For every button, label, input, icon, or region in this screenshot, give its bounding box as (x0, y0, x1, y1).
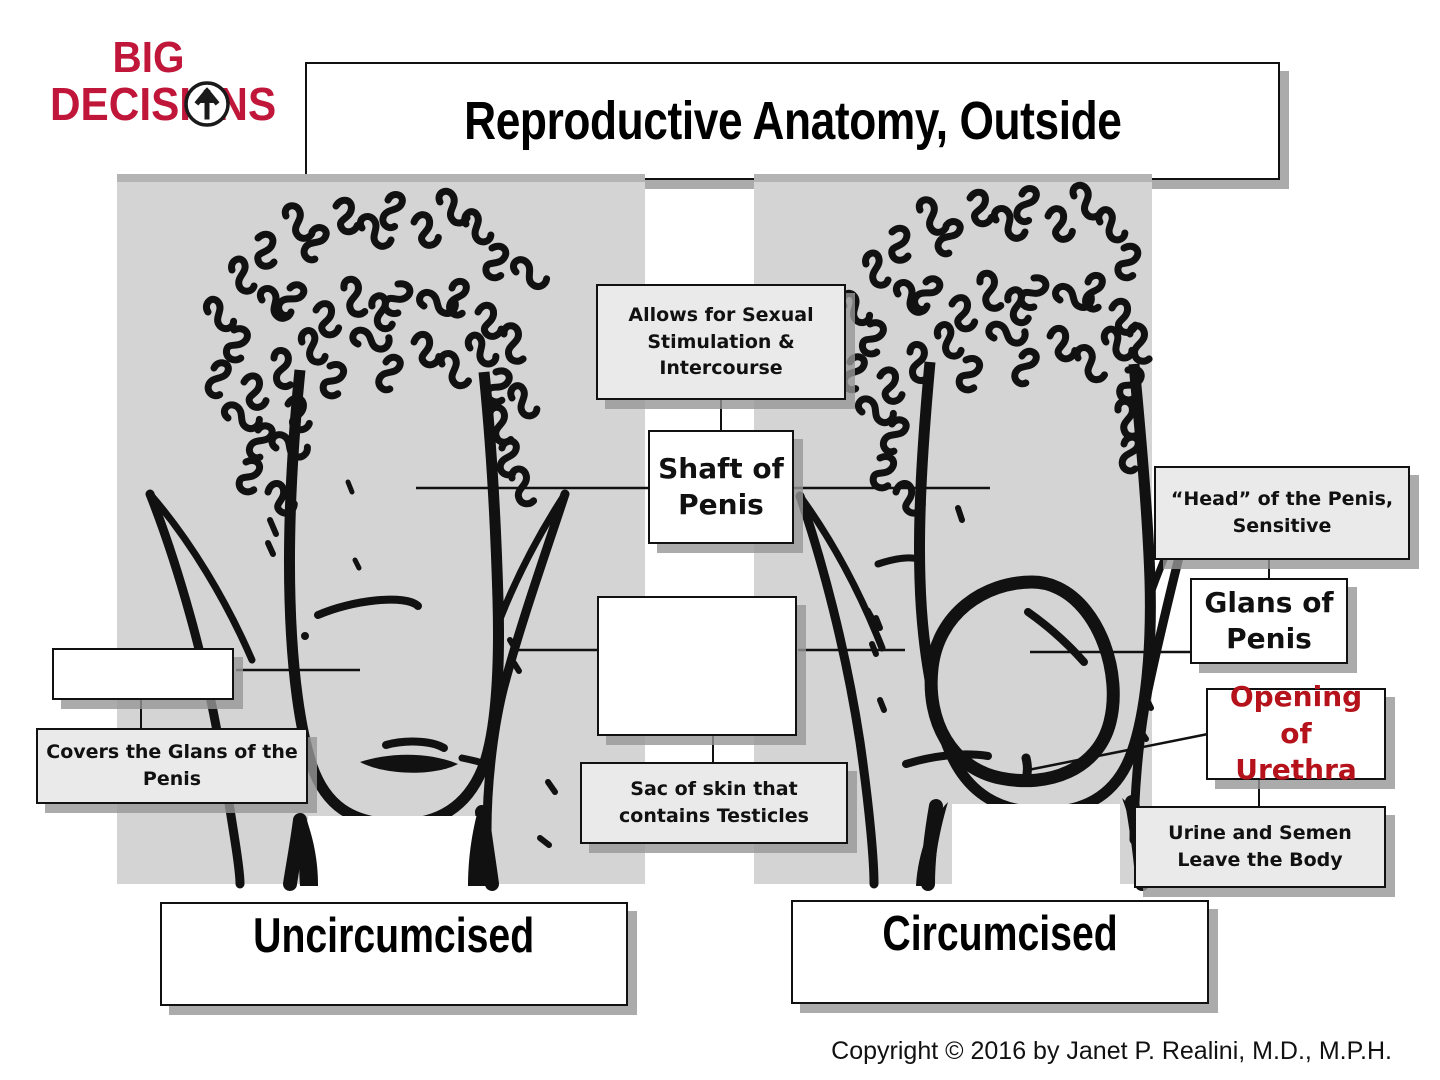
callout-scrotum-blank-text (689, 664, 705, 668)
stem-stimulation-shaft (720, 398, 722, 432)
logo-line1: BIG (113, 32, 185, 81)
stem-foreskin-covers (140, 698, 142, 730)
callout-sac-text: Sac of skin that contains Testicles (619, 778, 809, 827)
logo-graphic: BIG DECISI NS (50, 32, 276, 130)
stem-urethra-urine (1258, 778, 1260, 808)
callout-glans-text: Glans of Penis (1204, 585, 1334, 655)
caption-circumcised-text: Circumcised (882, 907, 1118, 961)
left-panel-top-shadow (117, 174, 645, 182)
callout-head-of-penis[interactable]: “Head” of the Penis, Sensitive (1154, 466, 1410, 560)
right-panel-top-shadow (754, 174, 1152, 182)
page-title: Reproductive Anatomy, Outside (305, 62, 1280, 180)
callout-urethra-text: Opening of Urethra (1229, 680, 1363, 787)
callout-foreskin-blank-text (135, 672, 151, 676)
callout-foreskin-blank[interactable] (52, 648, 234, 700)
copyright-notice: Copyright © 2016 by Janet P. Realini, M.… (831, 1037, 1392, 1065)
callout-urine-text: Urine and Semen Leave the Body (1168, 822, 1352, 871)
callout-glans-of-penis[interactable]: Glans of Penis (1190, 578, 1348, 664)
callout-urine-and-semen[interactable]: Urine and Semen Leave the Body (1134, 806, 1386, 888)
callout-opening-of-urethra[interactable]: Opening of Urethra (1206, 680, 1386, 786)
callout-sac-of-skin[interactable]: Sac of skin that contains Testicles (580, 762, 848, 844)
callout-scrotum-blank[interactable] (597, 596, 797, 736)
logo-line2-before: DECISI (50, 79, 191, 130)
caption-uncircumcised-text: Uncircumcised (253, 909, 535, 963)
big-decisions-logo: BIG DECISI NS (50, 28, 310, 138)
caption-uncircumcised[interactable]: Uncircumcised (160, 902, 628, 1006)
page-title-text: Reproductive Anatomy, Outside (463, 91, 1122, 151)
stem-scrotum-sac (712, 734, 714, 764)
stem-head-glans (1268, 558, 1270, 580)
callout-shaft-text: Shaft of Penis (658, 451, 784, 521)
callout-covers-text: Covers the Glans of the Penis (46, 741, 298, 790)
callout-stimulation[interactable]: Allows for Sexual Stimulation & Intercou… (596, 284, 846, 400)
circled-up-arrow-icon (184, 81, 230, 127)
caption-circumcised[interactable]: Circumcised (791, 900, 1209, 1004)
callout-shaft-of-penis[interactable]: Shaft of Penis (648, 430, 794, 544)
callout-head-text: “Head” of the Penis, Sensitive (1170, 488, 1394, 537)
callout-stimulation-text: Allows for Sexual Stimulation & Intercou… (628, 303, 814, 380)
callout-covers-the-glans[interactable]: Covers the Glans of the Penis (36, 728, 308, 804)
